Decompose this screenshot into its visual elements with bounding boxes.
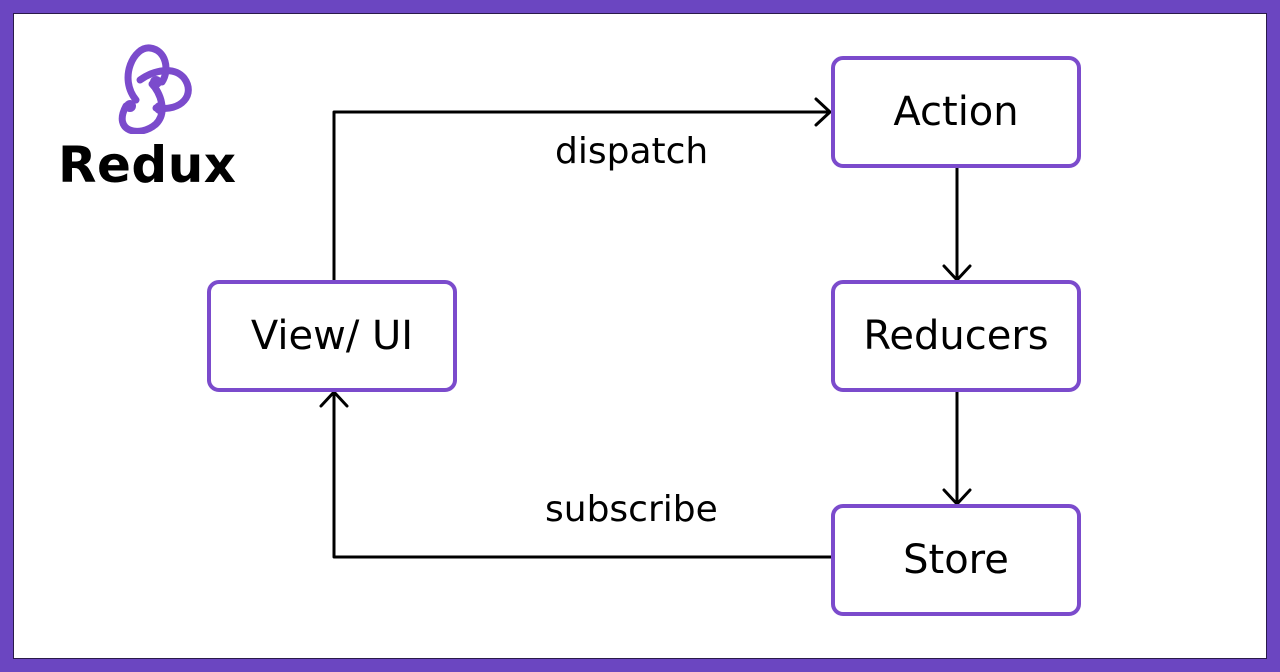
node-view-ui: View/ UI — [207, 280, 457, 392]
node-reducers: Reducers — [831, 280, 1081, 392]
arrowhead-dispatch — [814, 97, 832, 127]
edge-label-dispatch: dispatch — [555, 131, 709, 172]
redux-icon — [118, 44, 192, 134]
arrowhead-subscribe — [319, 390, 349, 408]
edge-label-subscribe: subscribe — [545, 489, 718, 530]
logo-title: Redux — [58, 136, 237, 194]
edge-subscribe — [332, 392, 833, 559]
node-store: Store — [831, 504, 1081, 616]
edge-dispatch — [332, 110, 830, 282]
node-action: Action — [831, 56, 1081, 168]
